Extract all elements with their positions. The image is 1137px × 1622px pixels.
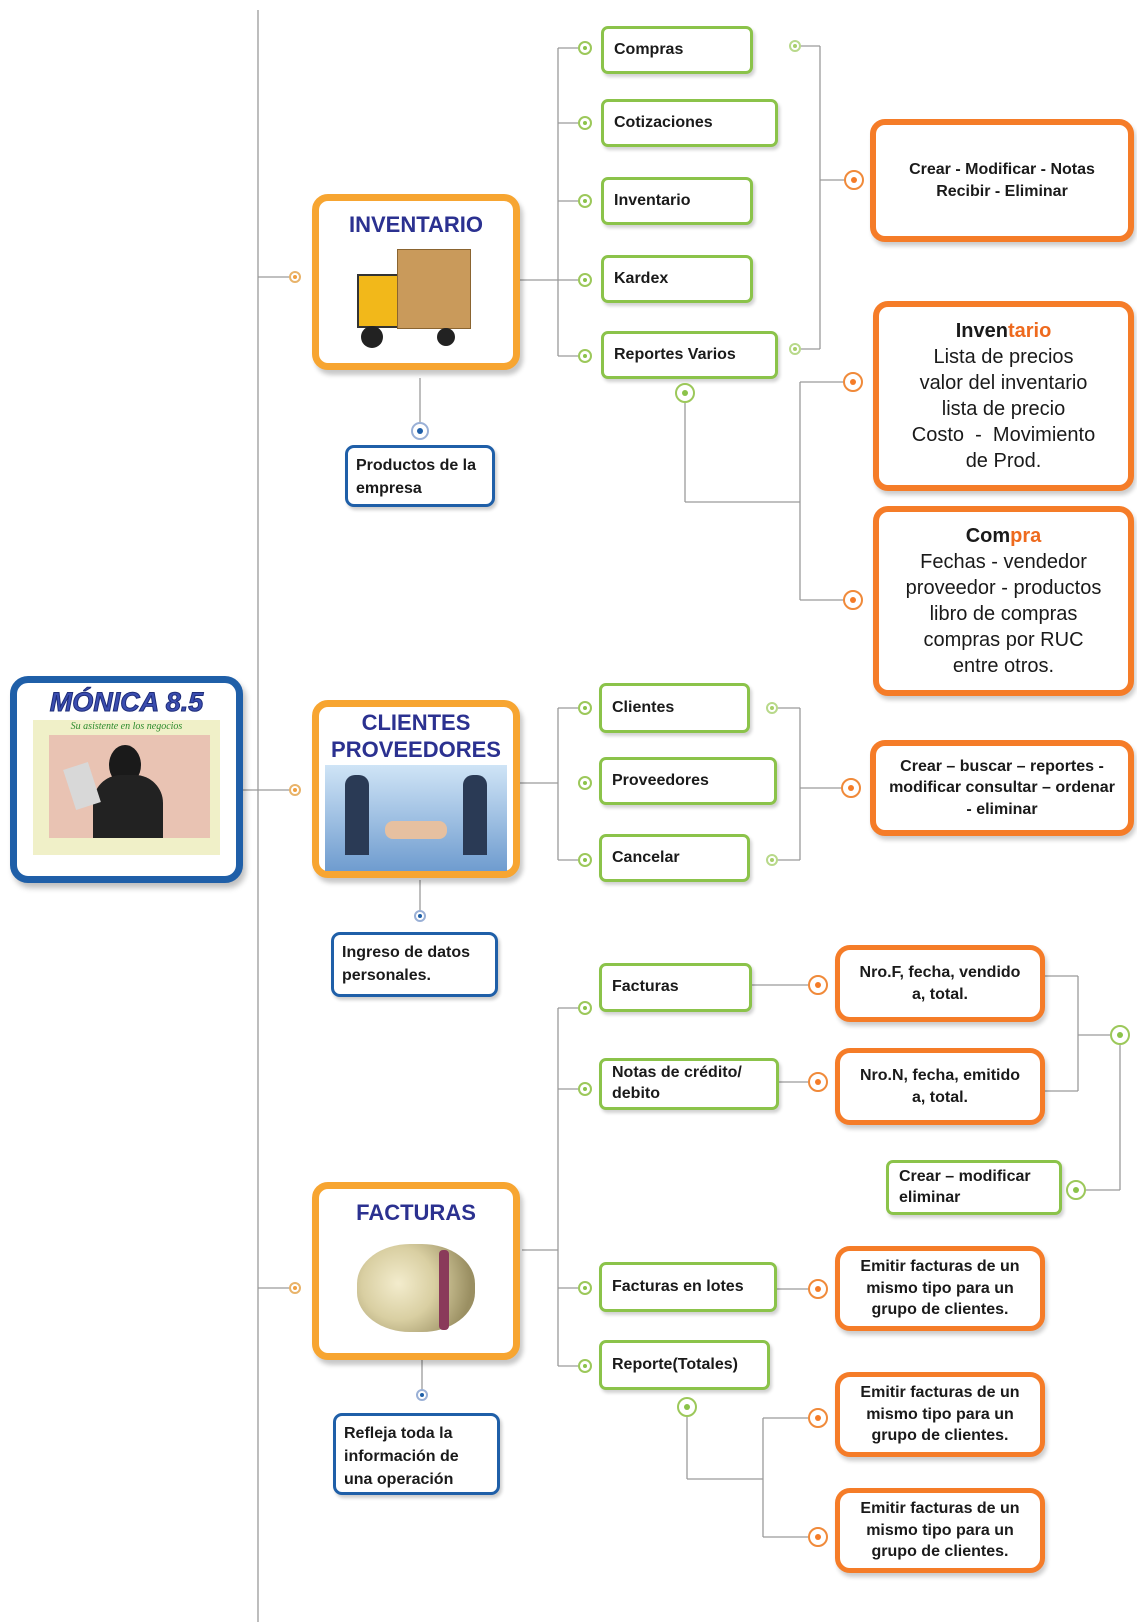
report-line: de Prod. bbox=[965, 450, 1042, 472]
branch-dot-notas bbox=[578, 1082, 592, 1096]
crud-node: Crear – modificar eliminar bbox=[886, 1160, 1062, 1215]
bracket-dot-clientes-top bbox=[766, 702, 778, 714]
inventario-node[interactable]: INVENTARIO bbox=[312, 194, 520, 370]
branch-dot-reportes bbox=[578, 349, 592, 363]
reporte-1-dot bbox=[808, 1408, 828, 1428]
report-line: lista de precio bbox=[941, 398, 1066, 420]
detail-facturas: Nro.F, fecha, vendido a, total. bbox=[835, 945, 1045, 1022]
detail-facturas-dot bbox=[808, 975, 828, 995]
item-clientes[interactable]: Clientes bbox=[599, 683, 750, 733]
root-subtitle: Su asistente en los negocios bbox=[70, 721, 183, 732]
report-line: libro de compras bbox=[929, 603, 1078, 625]
item-compras[interactable]: Compras bbox=[601, 26, 753, 74]
root-image: Su asistente en los negocios bbox=[33, 720, 220, 855]
item-inventario[interactable]: Inventario bbox=[601, 177, 753, 225]
report-compra-dot bbox=[843, 590, 863, 610]
crud-dot bbox=[1066, 1180, 1086, 1200]
spine-dot-clientes bbox=[289, 784, 301, 796]
item-proveedores[interactable]: Proveedores bbox=[599, 757, 777, 805]
money-roll-picture bbox=[341, 1232, 491, 1344]
spine-dot-inventario bbox=[289, 271, 301, 283]
lotes-dot bbox=[808, 1279, 828, 1299]
clientes-actions: Crear – buscar – reportes - modificar co… bbox=[870, 740, 1134, 836]
inventario-actions: Crear - Modificar - Notas Recibir - Elim… bbox=[870, 119, 1134, 242]
branch-dot-cotizaciones bbox=[578, 116, 592, 130]
branch-dot-inventario bbox=[578, 194, 592, 208]
businesswoman-picture bbox=[49, 735, 210, 838]
report-line: Lista de precios bbox=[933, 346, 1074, 368]
report-line: proveedor - productos bbox=[905, 577, 1102, 599]
item-cancelar[interactable]: Cancelar bbox=[599, 834, 750, 882]
spine-dot-facturas bbox=[289, 1282, 301, 1294]
facturas-node[interactable]: FACTURAS bbox=[312, 1182, 520, 1360]
report-inventario-dot bbox=[843, 372, 863, 392]
reporte-2-dot bbox=[808, 1527, 828, 1547]
report-line: entre otros. bbox=[952, 655, 1055, 677]
handshake-picture bbox=[325, 765, 507, 871]
report-compra-title-a: Com bbox=[965, 525, 1011, 547]
bracket-dot-bottom bbox=[789, 343, 801, 355]
report-line: Costo - Movimiento bbox=[911, 424, 1096, 446]
inventario-stem-dot bbox=[411, 422, 429, 440]
clientes-title-line2: PROVEEDORES bbox=[331, 737, 501, 762]
report-line: Fechas - vendedor bbox=[920, 551, 1087, 573]
item-reportes-varios[interactable]: Reportes Varios bbox=[601, 331, 778, 379]
facturas-stem-dot bbox=[416, 1389, 428, 1401]
detail-reporte-1: Emitir facturas de un mismo tipo para un… bbox=[835, 1372, 1045, 1457]
report-inventario: Inventario Lista de precios valor del in… bbox=[873, 301, 1134, 491]
bracket-dot-top bbox=[789, 40, 801, 52]
clientes-stem-dot bbox=[414, 910, 426, 922]
reporte-totales-dot bbox=[677, 1397, 697, 1417]
branch-dot-clientes bbox=[578, 701, 592, 715]
item-notas-credito[interactable]: Notas de crédito/ debito bbox=[599, 1058, 779, 1110]
clientes-actions-dot bbox=[841, 778, 861, 798]
detail-reporte-2: Emitir facturas de un mismo tipo para un… bbox=[835, 1488, 1045, 1573]
report-compra-title-b: pra bbox=[1010, 525, 1042, 547]
detail-lotes: Emitir facturas de un mismo tipo para un… bbox=[835, 1246, 1045, 1331]
report-line: compras por RUC bbox=[923, 629, 1084, 651]
branch-dot-reporte bbox=[578, 1359, 592, 1373]
inventario-note: Productos de la empresa bbox=[345, 445, 495, 507]
branch-dot-compras bbox=[578, 41, 592, 55]
crud-bracket-dot bbox=[1110, 1025, 1130, 1045]
clientes-title-line1: CLIENTES bbox=[361, 710, 471, 735]
forklift-picture bbox=[347, 244, 485, 351]
branch-dot-facturas bbox=[578, 1001, 592, 1015]
branch-dot-cancelar bbox=[578, 853, 592, 867]
report-compra: Compra Fechas - vendedor proveedor - pro… bbox=[873, 506, 1134, 696]
item-facturas[interactable]: Facturas bbox=[599, 963, 752, 1012]
reportes-dot bbox=[675, 383, 695, 403]
item-cotizaciones[interactable]: Cotizaciones bbox=[601, 99, 778, 147]
inventario-title: INVENTARIO bbox=[348, 212, 484, 237]
branch-dot-kardex bbox=[578, 273, 592, 287]
branch-dot-lotes bbox=[578, 1281, 592, 1295]
item-facturas-lotes[interactable]: Facturas en lotes bbox=[599, 1262, 777, 1312]
branch-dot-proveedores bbox=[578, 776, 592, 790]
facturas-note: Refleja toda la información de una opera… bbox=[333, 1413, 500, 1495]
facturas-title: FACTURAS bbox=[356, 1200, 476, 1225]
item-kardex[interactable]: Kardex bbox=[601, 255, 753, 303]
root-title: MÓNICA 8.5 bbox=[49, 687, 204, 718]
root-node: MÓNICA 8.5 Su asistente en los negocios bbox=[10, 676, 243, 883]
clientes-node[interactable]: CLIENTES PROVEEDORES bbox=[312, 700, 520, 878]
item-reporte-totales[interactable]: Reporte(Totales) bbox=[599, 1340, 770, 1390]
clientes-note: Ingreso de datos personales. bbox=[331, 932, 498, 997]
actions-dot bbox=[844, 170, 864, 190]
report-inventario-title-a: Inven bbox=[955, 320, 1008, 342]
detail-notas-dot bbox=[808, 1072, 828, 1092]
report-inventario-title-b: tario bbox=[1007, 320, 1052, 342]
bracket-dot-clientes-bottom bbox=[766, 854, 778, 866]
report-line: valor del inventario bbox=[919, 372, 1088, 394]
detail-notas: Nro.N, fecha, emitido a, total. bbox=[835, 1048, 1045, 1125]
